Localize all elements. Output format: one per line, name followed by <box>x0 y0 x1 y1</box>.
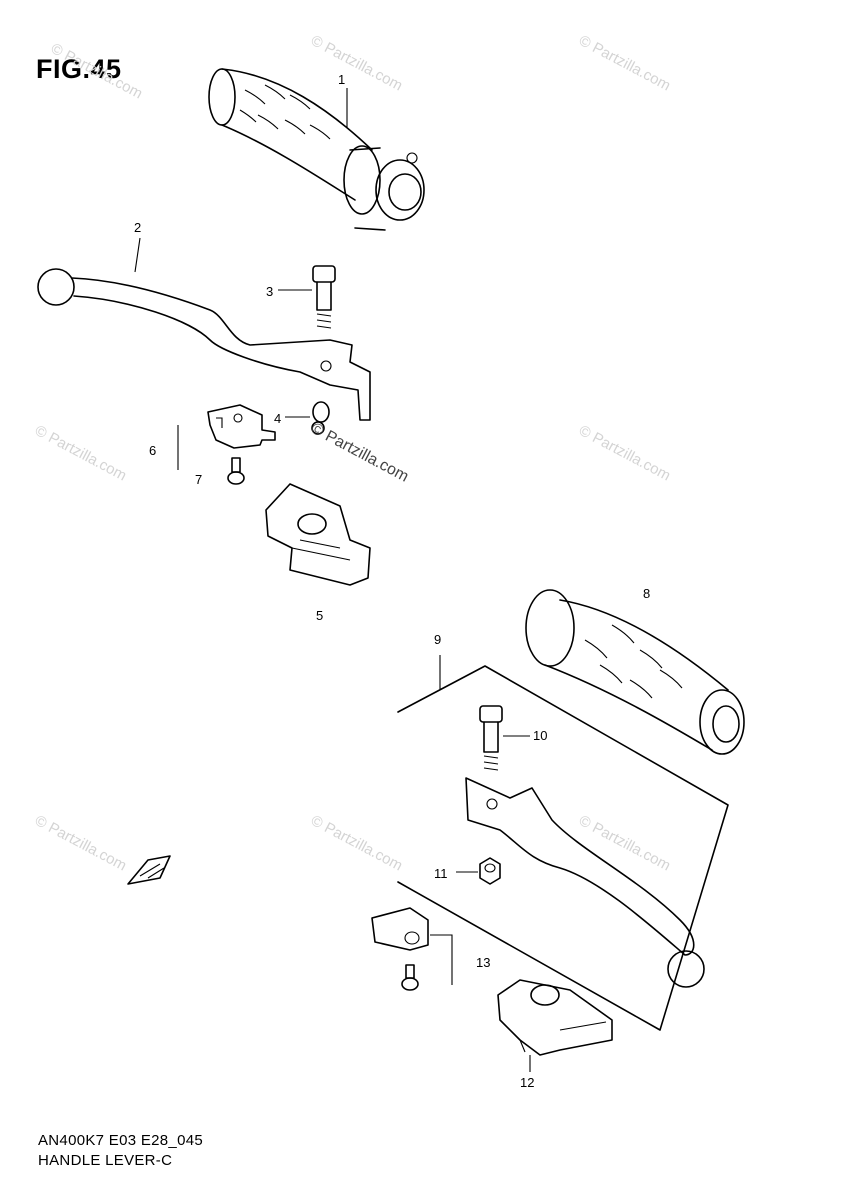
callout-12: 12 <box>520 1075 535 1090</box>
bolt-part-10 <box>479 705 503 771</box>
figure-caption: HANDLE LEVER-C <box>38 1152 173 1169</box>
grip-part-8 <box>525 589 745 755</box>
housing-part-5 <box>265 483 371 586</box>
nut-part-11 <box>479 857 501 885</box>
assembly-box-9 <box>397 665 729 1031</box>
bolt-part-3 <box>312 265 336 329</box>
fwd-arrow-icon <box>127 855 171 885</box>
figure-code: AN400K7 E03 E28_045 <box>38 1132 203 1149</box>
callout-3: 3 <box>266 284 274 299</box>
callout-10: 10 <box>533 728 548 743</box>
housing-part-12 <box>497 979 613 1056</box>
callout-6: 6 <box>149 443 157 458</box>
callout-1: 1 <box>338 72 346 87</box>
callout-2: 2 <box>134 220 142 235</box>
holder-part-6 <box>207 404 276 449</box>
grip-part-1 <box>208 68 425 231</box>
nut-part-4 <box>311 401 330 435</box>
callout-11: 11 <box>434 866 448 881</box>
lever-part-2 <box>37 268 371 421</box>
lever-lower <box>465 777 705 988</box>
callout-7: 7 <box>195 472 203 487</box>
callout-13: 13 <box>476 955 491 970</box>
figure-title: FIG.45 <box>36 54 122 84</box>
holder-part-13 <box>371 907 453 991</box>
callout-9: 9 <box>434 632 442 647</box>
callout-5: 5 <box>316 608 324 623</box>
callout-4: 4 <box>274 411 282 426</box>
leader-2 <box>134 237 141 273</box>
screw-part-7 <box>227 457 245 485</box>
callout-8: 8 <box>643 586 651 601</box>
